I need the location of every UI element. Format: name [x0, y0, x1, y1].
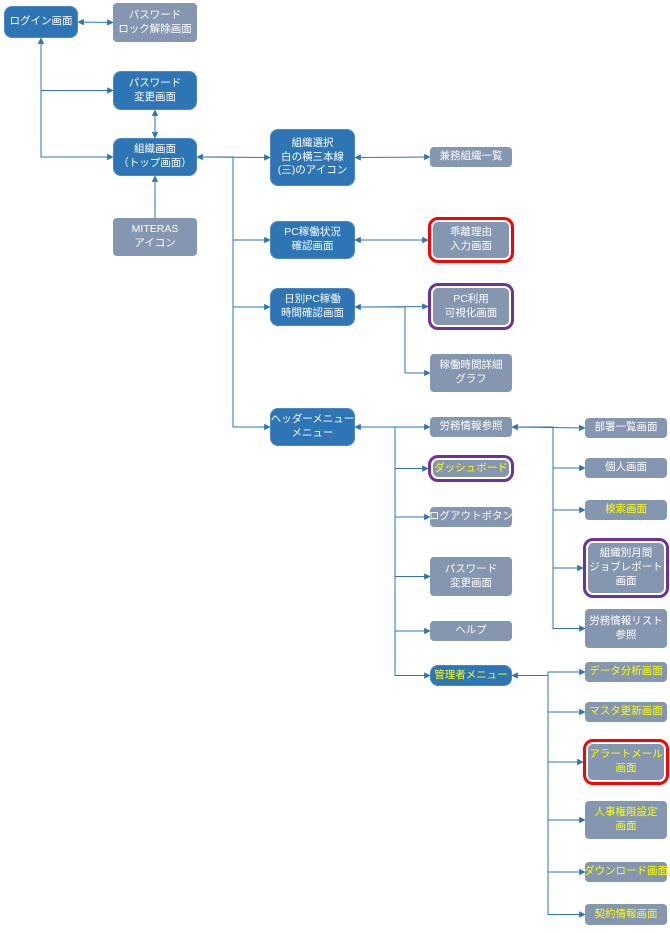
node-label: パスワード [128, 76, 182, 89]
node-label: 稼働時間詳細 [439, 359, 503, 372]
node-label: 画面 [615, 762, 637, 774]
node-label: 日別PC稼働 [284, 293, 341, 306]
node-hr-permission: 人事権限設定画面 [585, 801, 667, 839]
edge-labor-info-ref--labor-info-list [512, 426, 586, 632]
node-label: 個人画面 [605, 461, 647, 474]
edge-org-select--concurrent-org-list [354, 153, 431, 161]
node-label: 画面 [615, 820, 637, 832]
node-label: 兼務組織一覧 [439, 150, 503, 163]
node-label: 乖離理由 [450, 226, 492, 239]
edge-header-menu--pw-change-2 [355, 426, 431, 580]
node-contract-info: 契約情報画面 [585, 904, 667, 925]
node-label: 白の横三本線 [281, 150, 344, 163]
node-download: ダウンロード画面 [584, 862, 668, 882]
node-label: 組織別月間 [599, 547, 653, 560]
node-label: 検索画面 [605, 503, 647, 516]
node-label: ログアウトボタン [429, 510, 513, 523]
node-label: 確認画面 [291, 240, 334, 252]
node-label: 労務情報参照 [439, 420, 503, 433]
node-logout-button: ログアウトボタン [429, 507, 513, 527]
node-dashboard: ダッシュボード [428, 455, 514, 482]
node-org-top: 組織画面（トップ画面） [113, 138, 197, 176]
node-label: 時間確認画面 [281, 307, 344, 319]
edge-labor-info-ref--personal [512, 426, 586, 472]
node-label: PC利用 [453, 292, 489, 305]
edge-admin-menu--data-analysis [511, 668, 586, 679]
node-pw-change: パスワード変更画面 [113, 71, 197, 110]
node-label: ダッシュボード [434, 461, 508, 474]
node-data-analysis: データ分析画面 [585, 662, 667, 682]
node-label: パスワード [444, 562, 498, 575]
node-label: ダウンロード画面 [584, 865, 668, 878]
node-label: 入力画面 [450, 240, 492, 252]
node-label: 労務情報リスト [589, 614, 663, 627]
edge-header-menu--admin-menu [355, 426, 431, 679]
node-pc-usage-viz: PC利用可視化画面 [428, 283, 514, 330]
node-label: データ分析画面 [589, 665, 663, 678]
node-daily-pc-time: 日別PC稼働時間確認画面 [270, 288, 355, 326]
node-label: 組織画面 [134, 143, 176, 156]
node-org-select: 組織選択白の横三本線(三)のアイコン [270, 129, 355, 186]
edge-org-top--header-menu [197, 156, 271, 431]
node-pw-unlock: パスワードロック解除画面 [113, 3, 197, 42]
node-header-menu: ヘッダーメニューメニュー [270, 408, 355, 446]
node-label: ジョブレポート [589, 561, 663, 574]
node-label: アイコン [134, 237, 176, 249]
node-label: 画面 [615, 574, 637, 587]
node-deviation-reason: 乖離理由入力画面 [428, 217, 514, 263]
node-master-update: マスタ更新画面 [585, 702, 667, 722]
node-label: （トップ画面） [118, 157, 192, 169]
node-label: パスワード [128, 8, 182, 21]
node-admin-menu: 管理者メニュー [430, 665, 512, 686]
node-alert-mail: アラートメール画面 [583, 739, 669, 785]
node-label: ヘルプ [455, 624, 487, 637]
node-label: 変更画面 [134, 90, 176, 103]
node-label: アラートメール [589, 748, 663, 761]
node-label: 参照 [615, 628, 637, 641]
node-uptime-detail-graph: 稼働時間詳細グラフ [430, 354, 512, 392]
node-label: ヘッダーメニュー [270, 413, 355, 426]
node-label: MITERAS [131, 223, 179, 236]
node-label: 変更画面 [450, 576, 492, 589]
edge-labor-info-ref--monthly-job-report [512, 426, 584, 572]
edge-header-menu--dashboard [355, 426, 429, 472]
node-label: 契約情報画面 [594, 907, 658, 920]
node-label: ログイン画面 [9, 15, 73, 28]
node-monthly-job-report: 組織別月間ジョブレポート画面 [583, 538, 669, 598]
node-label: 部署一覧画面 [594, 421, 658, 434]
node-concurrent-org-list: 兼務組織一覧 [430, 147, 512, 167]
node-label: 人事権限設定 [594, 806, 658, 819]
node-label: 可視化画面 [444, 306, 498, 319]
node-search: 検索画面 [585, 500, 667, 520]
node-label: グラフ [455, 373, 487, 385]
node-labor-info-ref: 労務情報参照 [430, 417, 512, 437]
node-dept-list: 部署一覧画面 [585, 418, 667, 438]
node-label: 管理者メニュー [434, 668, 508, 681]
edge-header-menu--logout-button [355, 426, 431, 521]
edge-login--org-top [40, 38, 114, 161]
node-label: PC稼働状況 [284, 226, 341, 239]
node-label: (三)のアイコン [277, 164, 348, 177]
edge-header-menu--help [355, 426, 431, 635]
node-label: 組織選択 [291, 136, 334, 149]
node-pw-change-2: パスワード変更画面 [430, 557, 512, 596]
node-pc-status: PC稼働状況確認画面 [270, 221, 355, 259]
edge-login--pw-change [37, 37, 114, 94]
edge-admin-menu--contract-info [512, 675, 586, 918]
node-label: ロック解除画面 [118, 22, 192, 35]
node-help: ヘルプ [430, 621, 512, 641]
edge-daily-pc-time--uptime-detail-graph [355, 306, 431, 377]
node-login: ログイン画面 [4, 6, 78, 38]
edge-login--pw-unlock [77, 18, 114, 26]
node-personal: 個人画面 [585, 458, 667, 478]
node-labor-info-list: 労務情報リスト参照 [585, 609, 667, 648]
node-label: メニュー [291, 427, 334, 439]
node-label: マスタ更新画面 [589, 705, 663, 718]
